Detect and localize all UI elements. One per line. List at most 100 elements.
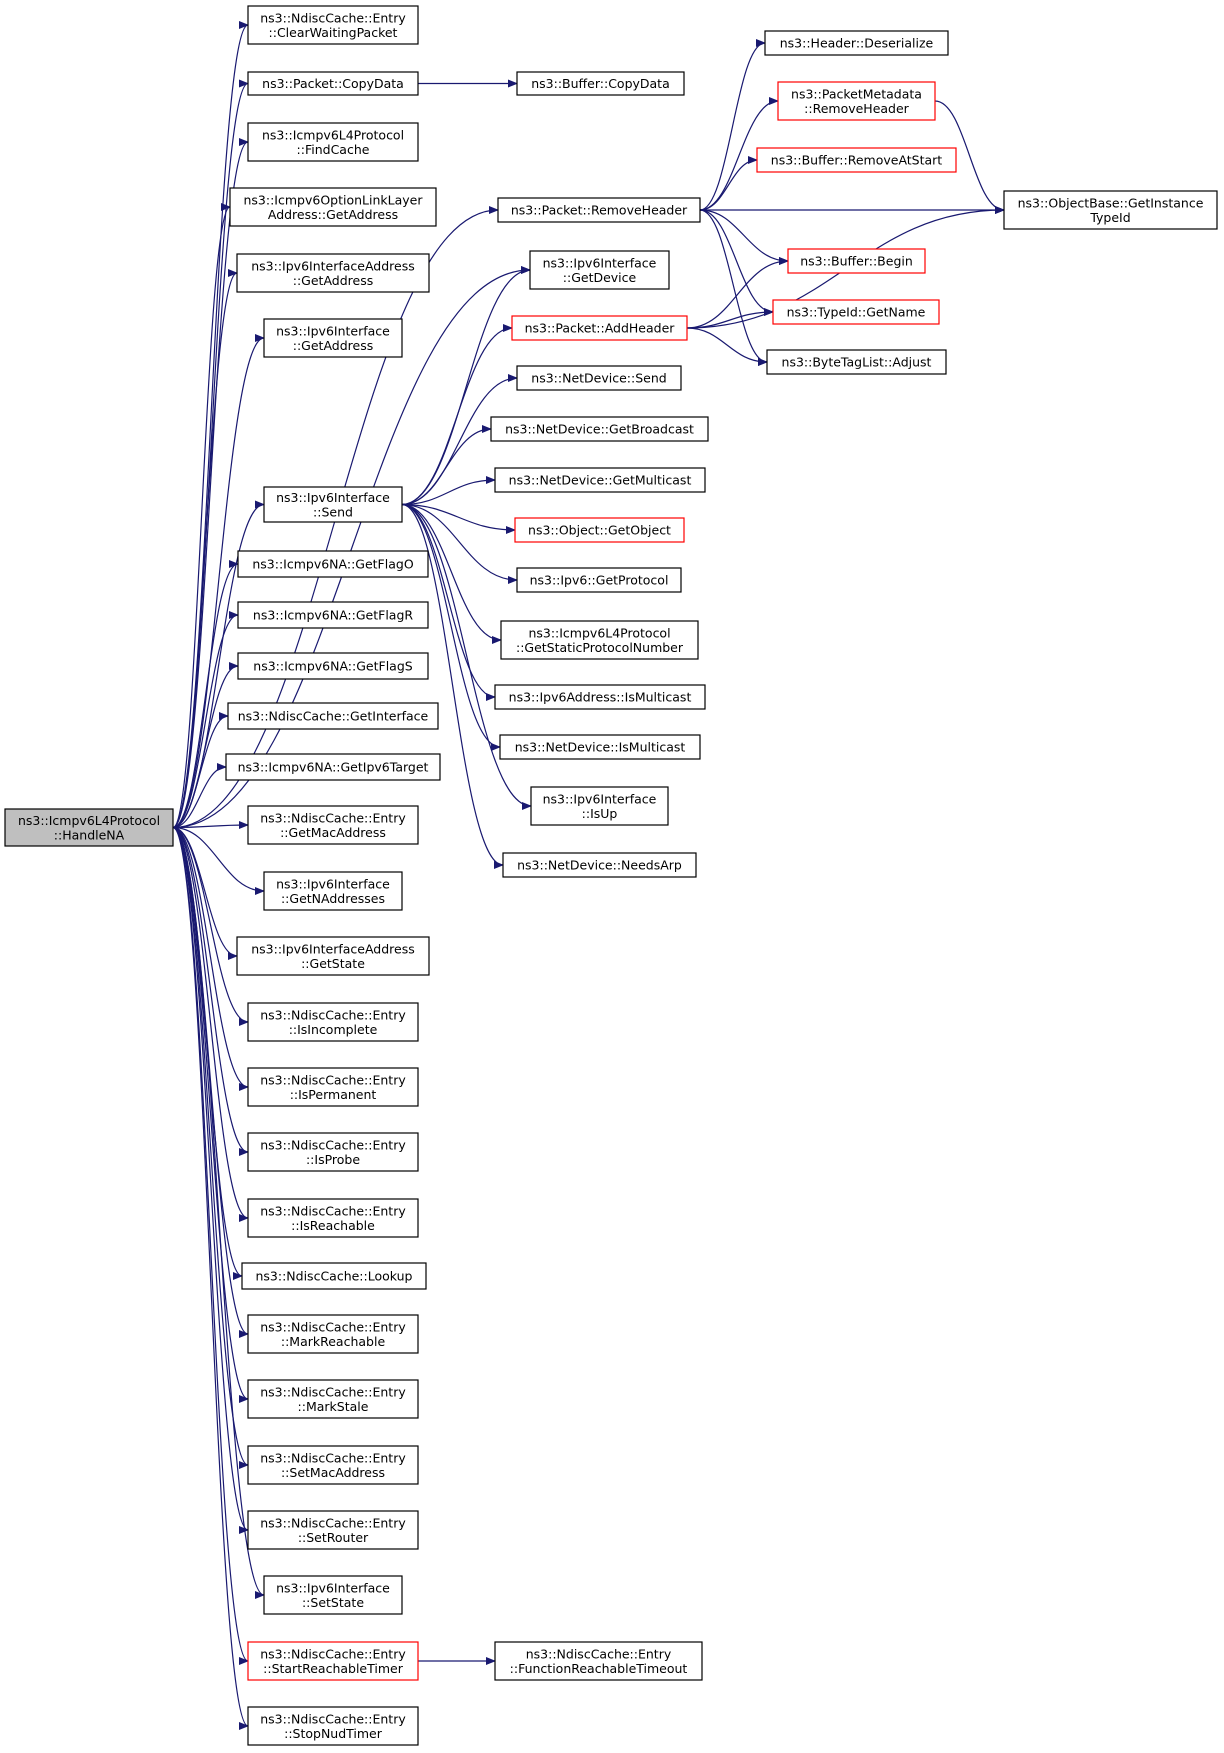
node-iface_getnaddr[interactable]: ns3::Ipv6Interface::GetNAddresses	[263, 871, 403, 911]
node-box[interactable]	[756, 147, 957, 173]
node-box[interactable]	[247, 805, 419, 845]
node-getflag_s[interactable]: ns3::Icmpv6NA::GetFlagS	[237, 652, 429, 680]
node-entry_stopnud[interactable]: ns3::NdiscCache::Entry::StopNudTimer	[247, 1706, 419, 1746]
node-find_cache[interactable]: ns3::Icmpv6L4Protocol::FindCache	[247, 122, 419, 162]
node-box[interactable]	[227, 702, 439, 730]
node-buffer_removeatstart[interactable]: ns3::Buffer::RemoveAtStart	[756, 147, 957, 173]
node-box[interactable]	[772, 299, 940, 325]
node-box[interactable]	[247, 1445, 419, 1485]
node-iface_send[interactable]: ns3::Ipv6Interface::Send	[263, 486, 403, 523]
node-object_getobject[interactable]: ns3::Object::GetObject	[514, 517, 685, 543]
node-box[interactable]	[247, 1198, 419, 1238]
node-box[interactable]	[516, 365, 682, 391]
node-box[interactable]	[263, 486, 403, 523]
node-box[interactable]	[225, 753, 441, 781]
node-box[interactable]	[247, 122, 419, 162]
node-box[interactable]	[490, 416, 709, 442]
node-getstaticprotocol[interactable]: ns3::Icmpv6L4Protocol::GetStaticProtocol…	[500, 620, 699, 660]
node-box[interactable]	[237, 550, 429, 578]
node-packet_addheader[interactable]: ns3::Packet::AddHeader	[511, 315, 688, 341]
node-box[interactable]	[236, 253, 430, 293]
node-netdev_getbroadcast[interactable]: ns3::NetDevice::GetBroadcast	[490, 416, 709, 442]
node-entry_isprobe[interactable]: ns3::NdiscCache::Entry::IsProbe	[247, 1132, 419, 1172]
node-box[interactable]	[237, 601, 429, 629]
node-entry_isincomplete[interactable]: ns3::NdiscCache::Entry::IsIncomplete	[247, 1002, 419, 1042]
node-box[interactable]	[247, 1132, 419, 1172]
node-ipv6addr_ismulticast[interactable]: ns3::Ipv6Address::IsMulticast	[494, 684, 706, 710]
node-box[interactable]	[499, 734, 701, 760]
node-box[interactable]	[787, 248, 926, 274]
node-box[interactable]	[247, 71, 419, 96]
node-entry_getmac[interactable]: ns3::NdiscCache::Entry::GetMacAddress	[247, 805, 419, 845]
node-box[interactable]	[263, 871, 403, 911]
node-getflag_r[interactable]: ns3::Icmpv6NA::GetFlagR	[237, 601, 429, 629]
node-box[interactable]	[530, 786, 669, 826]
node-entry_markreachable[interactable]: ns3::NdiscCache::Entry::MarkReachable	[247, 1314, 419, 1354]
node-box[interactable]	[766, 349, 947, 375]
node-box[interactable]	[516, 567, 682, 593]
node-box[interactable]	[247, 1510, 419, 1550]
node-box[interactable]	[4, 808, 174, 847]
node-box[interactable]	[236, 936, 430, 976]
node-box[interactable]	[494, 1641, 703, 1681]
node-entry_setmac[interactable]: ns3::NdiscCache::Entry::SetMacAddress	[247, 1445, 419, 1485]
node-ndisc_lookup[interactable]: ns3::NdiscCache::Lookup	[241, 1262, 427, 1290]
node-box[interactable]	[247, 5, 419, 45]
node-ifaddr_getaddr[interactable]: ns3::Ipv6InterfaceAddress::GetAddress	[236, 253, 430, 293]
node-netdev_needsarp[interactable]: ns3::NetDevice::NeedsArp	[502, 852, 697, 878]
node-getflag_o[interactable]: ns3::Icmpv6NA::GetFlagO	[237, 550, 429, 578]
node-entry_ispermanent[interactable]: ns3::NdiscCache::Entry::IsPermanent	[247, 1067, 419, 1107]
node-handle_na[interactable]: ns3::Icmpv6L4Protocol::HandleNA	[4, 808, 174, 847]
node-metadata_removeheader[interactable]: ns3::PacketMetadata::RemoveHeader	[777, 81, 936, 121]
node-getipv6target[interactable]: ns3::Icmpv6NA::GetIpv6Target	[225, 753, 441, 781]
node-entry_markstale[interactable]: ns3::NdiscCache::Entry::MarkStale	[247, 1379, 419, 1419]
node-box[interactable]	[777, 81, 936, 121]
node-box[interactable]	[247, 1706, 419, 1746]
node-box[interactable]	[764, 30, 949, 56]
node-box[interactable]	[237, 652, 429, 680]
node-entry_functionreachable[interactable]: ns3::NdiscCache::Entry::FunctionReachabl…	[494, 1641, 703, 1681]
node-clear_waiting[interactable]: ns3::NdiscCache::Entry::ClearWaitingPack…	[247, 5, 419, 45]
node-entry_isreachable[interactable]: ns3::NdiscCache::Entry::IsReachable	[247, 1198, 419, 1238]
node-netdev_ismulticast[interactable]: ns3::NetDevice::IsMulticast	[499, 734, 701, 760]
node-box[interactable]	[514, 517, 685, 543]
node-packet_removeheader[interactable]: ns3::Packet::RemoveHeader	[497, 197, 701, 223]
node-box[interactable]	[500, 620, 699, 660]
node-ndisc_getinterface[interactable]: ns3::NdiscCache::GetInterface	[227, 702, 439, 730]
node-header_deserialize[interactable]: ns3::Header::Deserialize	[764, 30, 949, 56]
node-box[interactable]	[229, 187, 437, 227]
node-netdev_getmulticast[interactable]: ns3::NetDevice::GetMulticast	[494, 467, 706, 493]
node-box[interactable]	[1003, 190, 1218, 230]
node-netdev_send[interactable]: ns3::NetDevice::Send	[516, 365, 682, 391]
node-box[interactable]	[247, 1002, 419, 1042]
node-iface_getaddr[interactable]: ns3::Ipv6Interface::GetAddress	[263, 318, 403, 358]
node-box[interactable]	[494, 467, 706, 493]
node-entry_setrouter[interactable]: ns3::NdiscCache::Entry::SetRouter	[247, 1510, 419, 1550]
node-box[interactable]	[247, 1379, 419, 1419]
node-ifaddr_getstate[interactable]: ns3::Ipv6InterfaceAddress::GetState	[236, 936, 430, 976]
node-box[interactable]	[516, 71, 685, 96]
node-box[interactable]	[494, 684, 706, 710]
node-box[interactable]	[241, 1262, 427, 1290]
node-bytetaglist_adjust[interactable]: ns3::ByteTagList::Adjust	[766, 349, 947, 375]
node-box[interactable]	[497, 197, 701, 223]
node-box[interactable]	[511, 315, 688, 341]
node-iface_setstate[interactable]: ns3::Ipv6Interface::SetState	[263, 1575, 403, 1615]
node-box[interactable]	[247, 1641, 419, 1681]
node-typeid_getname[interactable]: ns3::TypeId::GetName	[772, 299, 940, 325]
node-iface_getdevice[interactable]: ns3::Ipv6Interface::GetDevice	[529, 250, 670, 290]
node-copy_data[interactable]: ns3::Packet::CopyData	[247, 71, 419, 96]
node-box[interactable]	[263, 318, 403, 358]
node-box[interactable]	[502, 852, 697, 878]
node-box[interactable]	[263, 1575, 403, 1615]
node-entry_startreachable[interactable]: ns3::NdiscCache::Entry::StartReachableTi…	[247, 1641, 419, 1681]
node-box[interactable]	[529, 250, 670, 290]
node-buffer_begin[interactable]: ns3::Buffer::Begin	[787, 248, 926, 274]
node-iface_isup[interactable]: ns3::Ipv6Interface::IsUp	[530, 786, 669, 826]
node-linklayer_getaddr[interactable]: ns3::Icmpv6OptionLinkLayerAddress::GetAd…	[229, 187, 437, 227]
node-box[interactable]	[247, 1314, 419, 1354]
node-buffer_copydata[interactable]: ns3::Buffer::CopyData	[516, 71, 685, 96]
node-ipv6_getprotocol[interactable]: ns3::Ipv6::GetProtocol	[516, 567, 682, 593]
node-box[interactable]	[247, 1067, 419, 1107]
